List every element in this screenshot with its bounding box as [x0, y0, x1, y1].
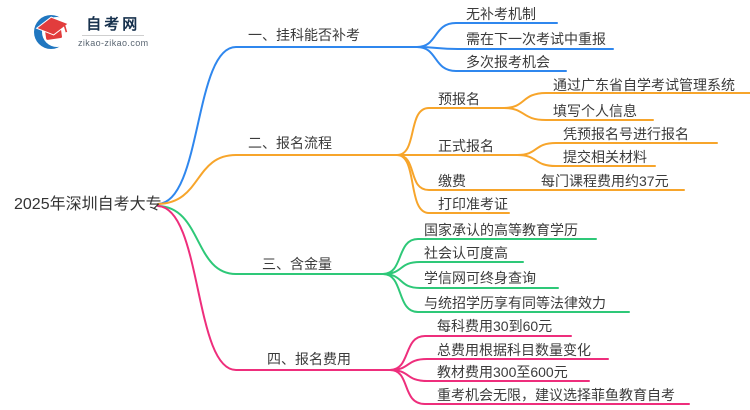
branch-4-child-4-line — [389, 369, 690, 405]
branch-3-child-4-node[interactable]: 与统招学历享有同等法律效力 — [424, 295, 606, 311]
branch-3-connectors — [157, 205, 630, 313]
logo-title: 自考网 — [86, 16, 141, 33]
logo-domain: zikao-zikao.com — [78, 38, 149, 48]
branch-2-grandchild-2-line — [503, 107, 654, 121]
branch-4-child-1-node[interactable]: 每科费用30到60元 — [437, 318, 553, 334]
branch-2-trunk-line — [157, 154, 398, 205]
branch-1-child-1-node[interactable]: 无补考机制 — [466, 6, 536, 22]
branch-3-child-4-line — [382, 273, 630, 313]
logo: 自考网 zikao-zikao.com — [32, 13, 149, 51]
branch-3-trunk-line — [157, 205, 384, 275]
branch-1-node[interactable]: 一、挂科能否补考 — [248, 27, 360, 43]
branch-2-grandchild-3-node[interactable]: 凭预报名号进行报名 — [563, 126, 689, 142]
branch-4-connectors — [157, 205, 690, 405]
branch-1-trunk-line — [157, 46, 418, 205]
branch-2-child-2-node[interactable]: 正式报名 — [438, 138, 494, 154]
branch-4-trunk-line — [157, 205, 391, 371]
branch-1-child-2-node[interactable]: 需在下一次考试中重报 — [466, 31, 606, 47]
branch-4-child-4-node[interactable]: 重考机会无限，建议选择菲鱼教育自考 — [437, 387, 675, 403]
branch-2-child-4-node[interactable]: 打印准考证 — [438, 196, 508, 212]
logo-divider — [82, 35, 145, 36]
branch-2-child-4-line — [396, 154, 510, 214]
branch-2-child-1-node[interactable]: 预报名 — [438, 91, 480, 107]
branch-2-grandchild-4-node[interactable]: 提交相关材料 — [563, 149, 647, 165]
branch-1-child-3-node[interactable]: 多次报考机会 — [466, 54, 550, 70]
logo-text: 自考网 zikao-zikao.com — [78, 16, 149, 48]
branch-2-node[interactable]: 二、报名流程 — [248, 135, 332, 151]
branch-4-child-3-node[interactable]: 教材费用300至600元 — [437, 364, 568, 380]
root-node[interactable]: 2025年深圳自考大专 — [14, 196, 162, 213]
branch-2-connectors — [157, 92, 750, 214]
branch-1-child-2-line — [416, 46, 614, 50]
branch-2-grandchild-5-node[interactable]: 每门课程费用约37元 — [541, 173, 669, 189]
branch-3-child-1-node[interactable]: 国家承认的高等教育学历 — [424, 222, 578, 238]
branch-4-node[interactable]: 四、报名费用 — [267, 351, 351, 367]
branch-1-child-3-line — [416, 46, 567, 72]
branch-2-grandchild-4-line — [516, 154, 656, 167]
zikao-logo-icon — [34, 14, 72, 50]
branch-4-child-2-node[interactable]: 总费用根据科目数量变化 — [437, 342, 591, 358]
branch-2-grandchild-2-node[interactable]: 填写个人信息 — [553, 103, 637, 119]
branch-1-connectors — [157, 22, 614, 205]
branch-2-grandchild-1-node[interactable]: 通过广东省自学考试管理系统 — [553, 77, 735, 93]
branch-2-child-1-line — [396, 107, 505, 156]
branch-3-node[interactable]: 三、含金量 — [262, 256, 332, 272]
branch-3-child-3-node[interactable]: 学信网可终身查询 — [424, 270, 536, 286]
branch-3-child-2-node[interactable]: 社会认可度高 — [424, 245, 508, 261]
branch-2-child-3-node[interactable]: 缴费 — [438, 173, 466, 189]
